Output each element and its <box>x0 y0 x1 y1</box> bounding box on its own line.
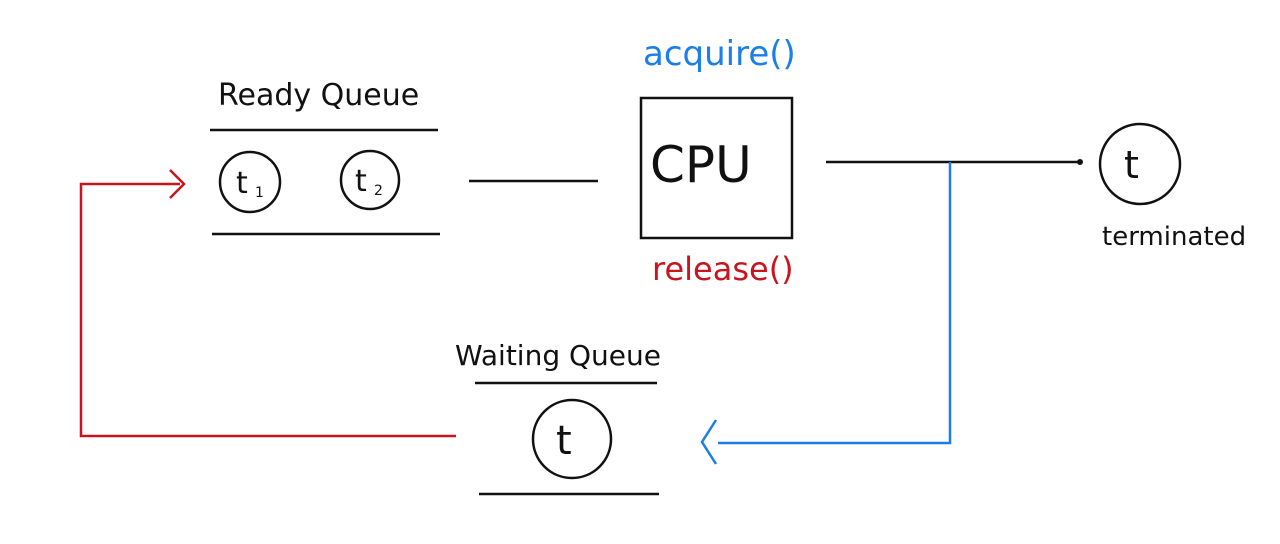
arrow-head-left-icon <box>700 419 718 465</box>
cpu-label: CPU <box>650 136 752 194</box>
terminated-thread: t <box>1098 122 1182 206</box>
svg-text:2: 2 <box>374 183 383 199</box>
thread-t2: t 2 <box>339 149 401 211</box>
line-end-dot <box>1077 159 1083 165</box>
svg-text:t: t <box>556 418 572 464</box>
release-label: release() <box>652 250 794 288</box>
ready-queue-label: Ready Queue <box>218 78 419 113</box>
waiting-queue-label: Waiting Queue <box>455 339 661 372</box>
svg-text:t: t <box>1124 143 1139 187</box>
waiting-thread: t <box>531 398 613 480</box>
arrow-head-right-icon <box>169 169 186 199</box>
cpu-box <box>639 96 794 240</box>
waiting-to-ready-arrow <box>79 182 456 438</box>
svg-text:t: t <box>355 164 367 199</box>
cpu-to-waiting-arrow <box>718 162 952 445</box>
svg-text:t: t <box>236 166 248 201</box>
thread-t1: t 1 <box>218 150 282 214</box>
svg-text:1: 1 <box>255 185 264 201</box>
terminated-label: terminated <box>1102 222 1246 252</box>
acquire-label: acquire() <box>643 34 796 74</box>
